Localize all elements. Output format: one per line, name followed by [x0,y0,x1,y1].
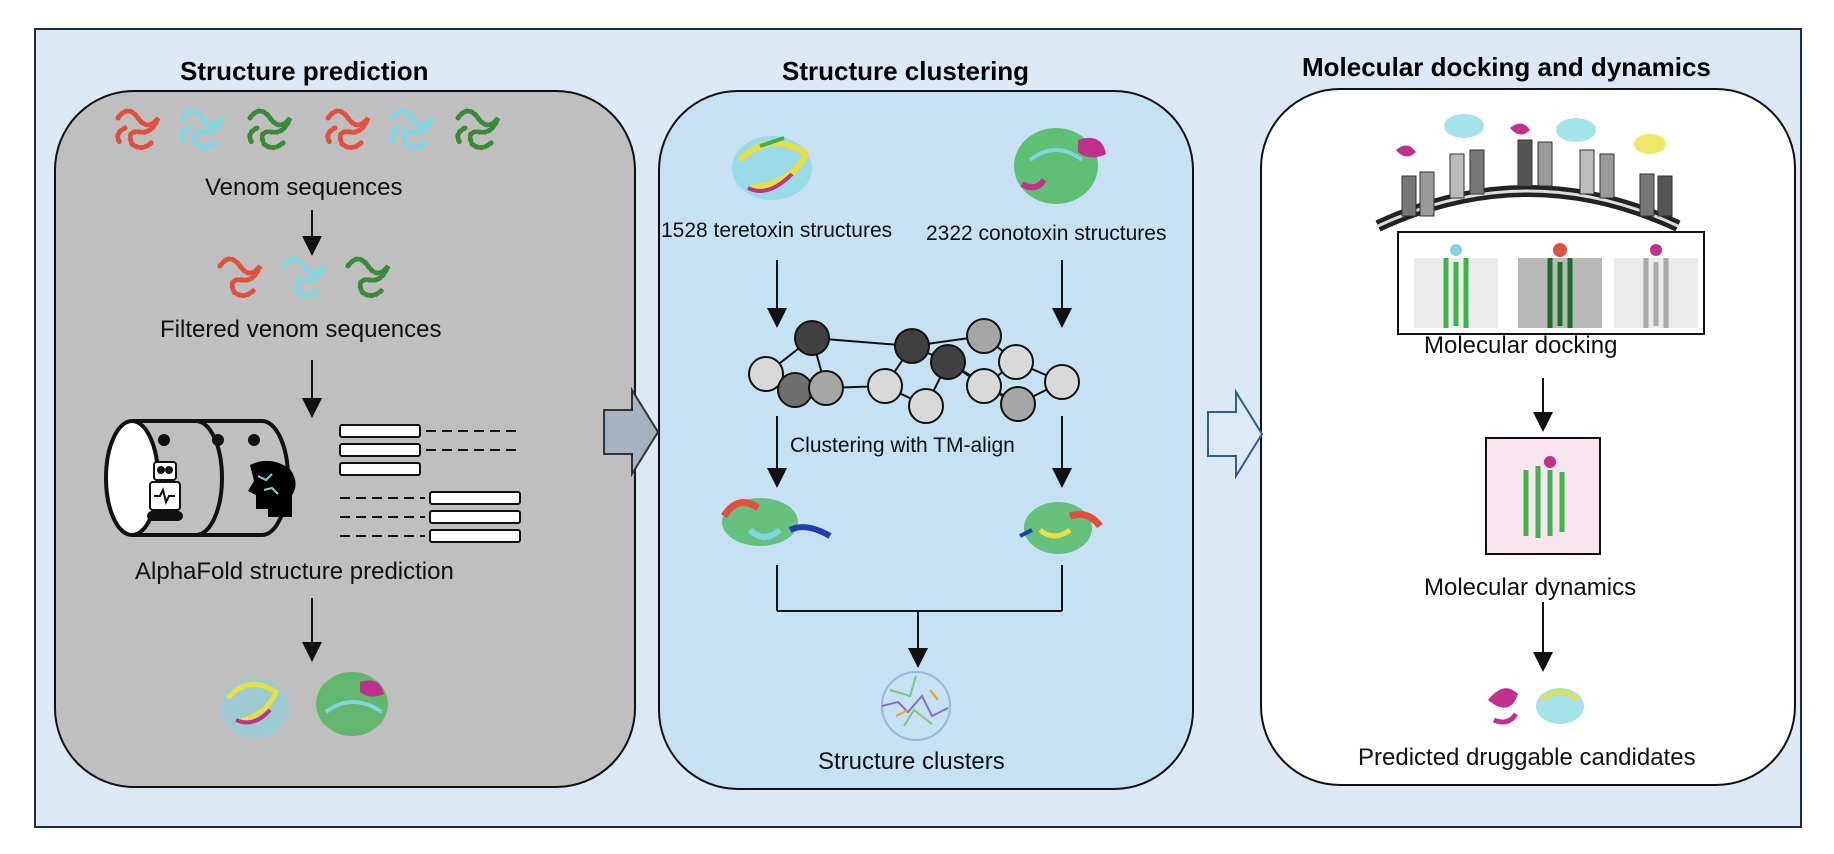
teretoxin-structure-icon [732,136,812,200]
label-alphafold: AlphaFold structure prediction [135,558,454,585]
label-venom-sequences: Venom sequences [205,174,403,201]
druggable-candidates-icon [1488,688,1584,725]
conotoxin-structure-icon [1014,128,1106,204]
panel-arrow-1 [603,386,660,478]
panel-title-docking-dynamics: Molecular docking and dynamics [1302,52,1711,82]
ai-head-icon [248,460,296,517]
panel-title-structure-prediction: Structure prediction [180,56,429,86]
cluster-tree-icon [881,671,951,741]
msa-lines-icon [339,424,521,543]
teretoxin-cluster-icon [721,498,832,546]
similarity-network [748,318,1080,424]
label-molecular-dynamics: Molecular dynamics [1424,574,1637,601]
label-molecular-docking: Molecular docking [1424,332,1618,359]
merge-connector [776,565,1063,668]
venom-sequence-icons [115,108,501,150]
robot-icon [147,461,183,521]
label-filtered-sequences: Filtered venom sequences [160,316,442,343]
filtered-sequence-icons [217,256,391,298]
predicted-structures-icon [221,672,388,738]
dynamics-box-icon [1485,437,1601,555]
conotoxin-cluster-icon [1019,502,1103,554]
label-structure-clusters: Structure clusters [818,748,1005,775]
label-tm-align: Clustering with TM-align [790,434,1015,457]
label-predicted-candidates: Predicted druggable candidates [1358,744,1696,771]
label-conotoxin: 2322 conotoxin structures [926,222,1167,245]
docking-panel-icon [1397,231,1705,335]
panel-arrow-2 [1207,388,1264,480]
panel-title-structure-clustering: Structure clustering [782,56,1030,86]
label-teretoxin: 1528 teretoxin structures [661,219,893,242]
membrane-receptors-icon [1375,114,1681,232]
